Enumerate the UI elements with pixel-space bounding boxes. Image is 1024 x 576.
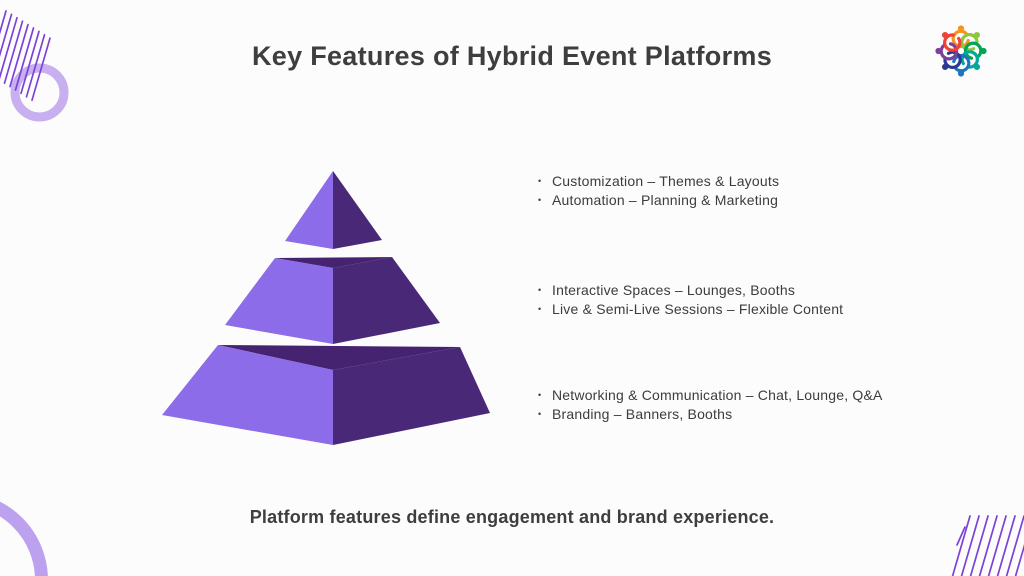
pyramid-tier-bottom-dark-face	[333, 347, 490, 445]
pyramid-tier-bottom-top-face	[218, 345, 460, 370]
pyramid-tier-top-dark-face	[333, 171, 382, 249]
bullet-item-label: Customization – Themes & Layouts	[552, 173, 780, 189]
people-circle-logo-icon	[933, 23, 989, 79]
bullet-item-label: Interactive Spaces – Lounges, Booths	[552, 282, 796, 298]
corner-decoration-bottom-right	[951, 515, 1024, 576]
bullet-item-label: Automation – Planning & Marketing	[552, 192, 779, 208]
corner-decoration-top-left	[0, 10, 69, 122]
diagonal-stripes-icon	[951, 515, 1024, 576]
list-item: • Customization – Themes & Layouts	[538, 172, 779, 191]
pyramid-tier-middle-light-face	[225, 258, 333, 344]
list-item: • Interactive Spaces – Lounges, Booths	[538, 281, 843, 300]
pyramid-tier-middle-dark-face	[333, 257, 440, 344]
bullet-dot-icon: •	[538, 195, 542, 205]
page-title: Key Features of Hybrid Event Platforms	[251, 41, 773, 71]
bullet-dot-icon: •	[538, 176, 542, 186]
bullet-dot-icon: •	[538, 390, 542, 400]
bullet-group-bottom-tier: • Networking & Communication – Chat, Lou…	[538, 386, 883, 424]
bullet-dot-icon: •	[538, 409, 542, 419]
bullet-dot-icon: •	[538, 304, 542, 314]
list-item: • Automation – Planning & Marketing	[538, 191, 779, 210]
pyramid-tier-top-light-face	[285, 171, 333, 249]
takeaway-text: Platform features define engagement and …	[249, 507, 775, 527]
list-item: • Networking & Communication – Chat, Lou…	[538, 386, 883, 405]
list-item: • Branding – Banners, Booths	[538, 405, 883, 424]
bullet-group-middle-tier: • Interactive Spaces – Lounges, Booths •…	[538, 281, 843, 319]
ring-icon	[10, 63, 69, 122]
pyramid-diagram	[162, 171, 490, 445]
bullet-item-label: Branding – Banners, Booths	[552, 406, 733, 422]
list-item: • Live & Semi-Live Sessions – Flexible C…	[538, 300, 843, 319]
bullet-dot-icon: •	[538, 285, 542, 295]
bullet-item-label: Live & Semi-Live Sessions – Flexible Con…	[552, 301, 844, 317]
bullet-group-top-tier: • Customization – Themes & Layouts • Aut…	[538, 172, 779, 210]
diagonal-stripes-icon	[0, 10, 51, 102]
pyramid-tier-middle-top-face	[275, 257, 392, 268]
pyramid-tier-bottom-light-face	[162, 345, 333, 445]
bullet-item-label: Networking & Communication – Chat, Loung…	[552, 387, 883, 403]
